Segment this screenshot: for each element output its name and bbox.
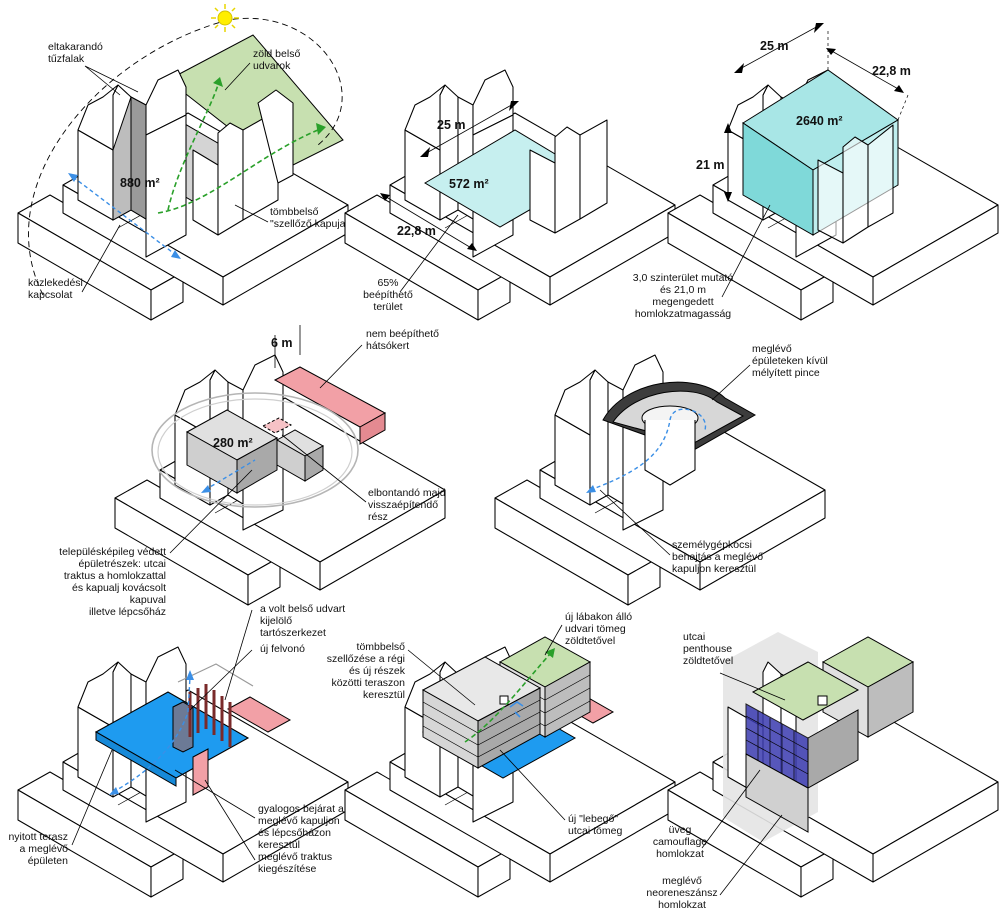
panel-4-protection: 6 m 280 m² [114, 325, 446, 606]
p7-floating-label: új "lebegő"utcai tömeg [568, 813, 622, 837]
p1-vent-gate-label: tömbbelső"szellőző kapuja" [270, 206, 350, 230]
p3-dim-21: 21 m [696, 158, 725, 172]
panel-5-basement [494, 354, 826, 606]
p3-dim-25: 25 m [760, 39, 789, 53]
p2-dim-228: 22,8 m [397, 224, 436, 238]
p3-dim-228: 22,8 m [872, 64, 911, 78]
sun-icon [211, 4, 239, 32]
p4-area: 280 m² [213, 436, 253, 450]
blue-arrow [72, 176, 177, 256]
panel-3-volume: 25 m 22,8 m 21 m 2640 m² [667, 23, 999, 321]
panel-7-masses [344, 636, 676, 898]
p2-dim-25: 25 m [437, 118, 466, 132]
p1-area: 880 m² [120, 176, 160, 190]
p6-lift-label: új felvonó [260, 643, 305, 655]
p4-dim-6: 6 m [271, 336, 293, 350]
panel-2-buildable: 25 m 22,8 m 572 m² [344, 69, 676, 321]
p3-area: 2640 m² [796, 114, 843, 128]
panel-1-context: 880 m² [17, 4, 349, 321]
p2-area: 572 m² [449, 177, 489, 191]
panel-6-terrace [17, 646, 349, 898]
green-arrow [167, 84, 219, 211]
panel-8-facade [667, 632, 999, 898]
